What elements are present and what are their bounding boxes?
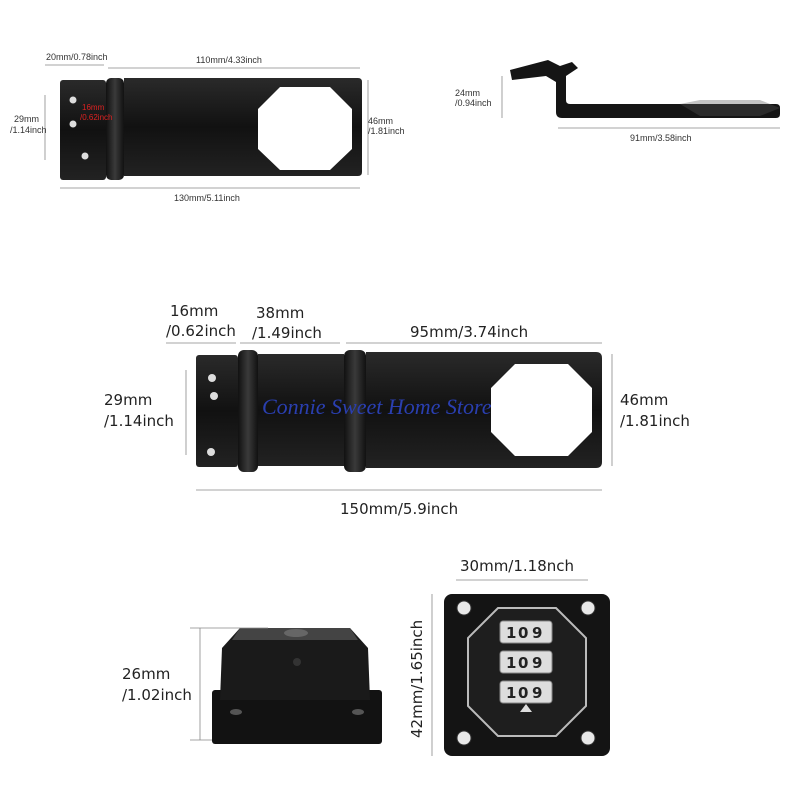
lock-dial — [284, 629, 308, 637]
dial-row[interactable] — [499, 680, 553, 704]
hasp-hinge — [238, 350, 258, 472]
dim-label: /1.14inch — [10, 125, 47, 135]
dim-label: /1.02inch — [122, 686, 192, 704]
dim-label: 16mm — [170, 302, 218, 320]
dim-label: 110mm/4.33inch — [196, 55, 262, 65]
dim-label: 130mm/5.11inch — [174, 193, 240, 203]
dial-digit: 1 — [506, 624, 516, 642]
hasp-side-profile — [510, 60, 780, 118]
dim-label-red: 16mm — [82, 103, 105, 112]
dim-label: 46mm — [620, 391, 668, 409]
dim-label: 91mm/3.58inch — [630, 133, 692, 143]
dim-label: 30mm/1.18nch — [460, 557, 574, 575]
hasp-left-plate — [60, 80, 106, 180]
dim-label: /1.81inch — [620, 412, 690, 430]
dim-label: 24mm — [455, 88, 480, 98]
lock-base — [212, 690, 382, 744]
screw-hole — [456, 730, 472, 746]
watermark: Connie Sweet Home Store — [262, 394, 492, 419]
hasp-left-plate — [196, 355, 238, 467]
hasp-right-plate — [366, 352, 602, 468]
lock-side-view: 26mm /1.02inch — [122, 627, 382, 744]
dial-digit: 9 — [532, 684, 542, 702]
hasp-hinge — [344, 350, 366, 472]
hasp-right-plate — [124, 78, 362, 176]
screw-hole — [81, 152, 89, 160]
dial-digit: 9 — [532, 624, 542, 642]
dim-label: /1.81inch — [368, 126, 405, 136]
screw-hole — [352, 709, 364, 715]
screw-hole — [230, 709, 242, 715]
screw-hole — [69, 120, 77, 128]
dial-digit: 0 — [518, 624, 528, 642]
hasp-slot — [680, 100, 780, 116]
screw-hole — [208, 374, 216, 382]
dim-label: 26mm — [122, 665, 170, 683]
dial-digit: 9 — [532, 654, 542, 672]
dial-digit: 1 — [506, 684, 516, 702]
dim-label: 46mm — [368, 116, 393, 126]
dial-digit: 0 — [518, 654, 528, 672]
keyhole-icon — [293, 658, 301, 666]
hasp-hinge — [106, 78, 124, 180]
screw-hole — [69, 96, 77, 104]
top-left-hasp: 20mm/0.78inch 110mm/4.33inch 29mm /1.14i… — [10, 52, 405, 203]
dim-label: 150mm/5.9inch — [340, 500, 458, 518]
middle-hasp: 16mm /0.62inch 38mm /1.49inch 95mm/3.74i… — [104, 302, 690, 518]
dial-digit: 1 — [506, 654, 516, 672]
dial-row[interactable] — [499, 620, 553, 644]
dim-label: 29mm — [14, 114, 39, 124]
dim-label: 38mm — [256, 304, 304, 322]
dim-label: /0.94inch — [455, 98, 492, 108]
dim-label-vertical: 42mm/1.65inch — [408, 620, 426, 738]
hasp-middle-plate — [258, 354, 344, 466]
screw-hole — [207, 448, 215, 456]
dim-label: /0.62inch — [166, 322, 236, 340]
arrow-up-icon — [520, 704, 532, 712]
top-right-side-view: 24mm /0.94inch 91mm/3.58inch — [455, 60, 780, 143]
dim-label-red: /0.62inch — [80, 113, 112, 122]
screw-hole — [580, 600, 596, 616]
dim-label: /1.49inch — [252, 324, 322, 342]
dial-row[interactable] — [499, 650, 553, 674]
dim-label: 29mm — [104, 391, 152, 409]
dim-label: 20mm/0.78inch — [46, 52, 108, 62]
screw-hole — [210, 392, 218, 400]
screw-hole — [580, 730, 596, 746]
dial-digit: 0 — [518, 684, 528, 702]
lock-front-view: 1 0 9 1 0 9 1 0 9 30mm/1.18nch 42mm/1.65… — [408, 557, 610, 756]
dim-label: /1.14inch — [104, 412, 174, 430]
screw-hole — [456, 600, 472, 616]
dim-label: 95mm/3.74inch — [410, 323, 528, 341]
